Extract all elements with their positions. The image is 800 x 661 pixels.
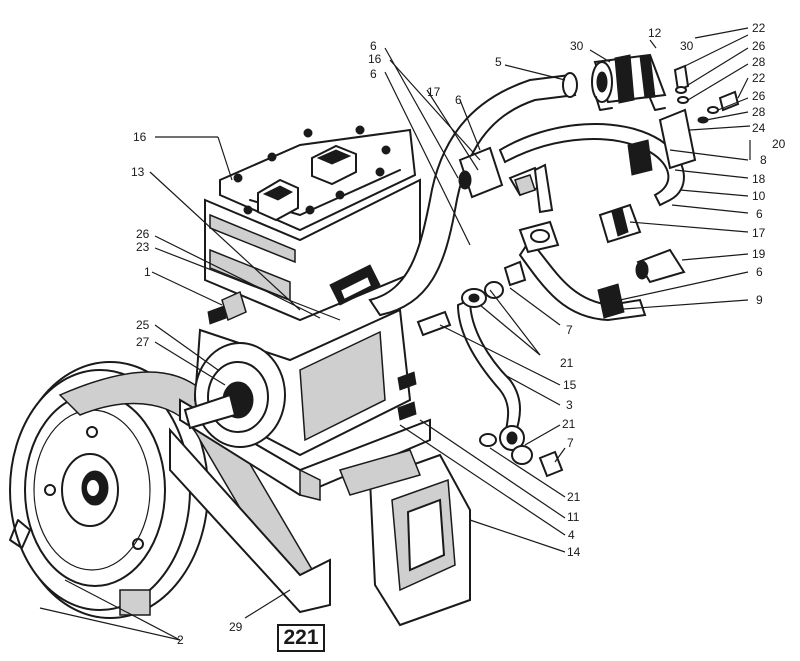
callout-18: 18 [752, 172, 766, 186]
callout-6t2: 6 [370, 67, 377, 81]
callout-28a: 28 [752, 55, 766, 69]
page-number: 221 [277, 624, 325, 652]
callout-19: 19 [752, 247, 766, 261]
oil-pipe [416, 260, 564, 478]
leader-lines [39, 27, 751, 641]
callout-30a: 30 [570, 39, 584, 53]
callout-24: 24 [752, 121, 766, 135]
compressor-body [179, 125, 431, 501]
callout-26a: 26 [752, 39, 766, 53]
lower-hose [518, 203, 686, 322]
callout-13: 13 [131, 165, 145, 179]
callout-1: 1 [144, 265, 151, 279]
callout-30b: 30 [680, 39, 694, 53]
elbow-fittings [508, 163, 554, 214]
fasteners-right [673, 64, 740, 124]
callout-21a: 21 [560, 356, 574, 370]
callout-20: 20 [772, 137, 786, 151]
delivery-hose [368, 72, 578, 317]
upper-tube-assembly [458, 108, 697, 207]
callout-16l: 16 [133, 130, 147, 144]
callout-15: 15 [563, 378, 577, 392]
callout-6r1: 6 [756, 207, 763, 221]
callout-22b: 22 [752, 71, 766, 85]
callout-6t3: 6 [455, 93, 462, 107]
callout-10: 10 [752, 189, 766, 203]
callout-21b: 21 [562, 417, 576, 431]
callout-26b: 26 [752, 89, 766, 103]
callout-8: 8 [760, 153, 767, 167]
callout-4: 4 [568, 528, 575, 542]
callout-5: 5 [495, 55, 502, 69]
callout-14: 14 [567, 545, 581, 559]
callout-28b: 28 [752, 105, 766, 119]
callout-11: 11 [567, 510, 580, 524]
callout-25: 25 [136, 318, 150, 332]
callout-9: 9 [756, 293, 763, 307]
callout-7b: 7 [567, 436, 574, 450]
callout-3: 3 [566, 398, 573, 412]
callout-27: 27 [136, 335, 150, 349]
callout-26l: 26 [136, 227, 150, 241]
callout-labels: 22 12 30 30 26 28 22 26 28 24 20 8 18 10… [131, 21, 786, 647]
callout-12: 12 [648, 26, 662, 40]
callout-29: 29 [229, 620, 243, 634]
callout-22a: 22 [752, 21, 766, 35]
callout-23: 23 [136, 240, 150, 254]
callout-2: 2 [177, 633, 184, 647]
outlet-flange [338, 449, 471, 627]
callout-17r: 17 [752, 226, 766, 240]
callout-7a: 7 [566, 323, 573, 337]
callout-6t1: 6 [370, 39, 377, 53]
callout-17t: 17 [427, 85, 441, 99]
callout-16t: 16 [368, 52, 382, 66]
callout-6r2: 6 [756, 265, 763, 279]
callout-21c: 21 [567, 490, 581, 504]
hose-clamp [591, 53, 667, 111]
